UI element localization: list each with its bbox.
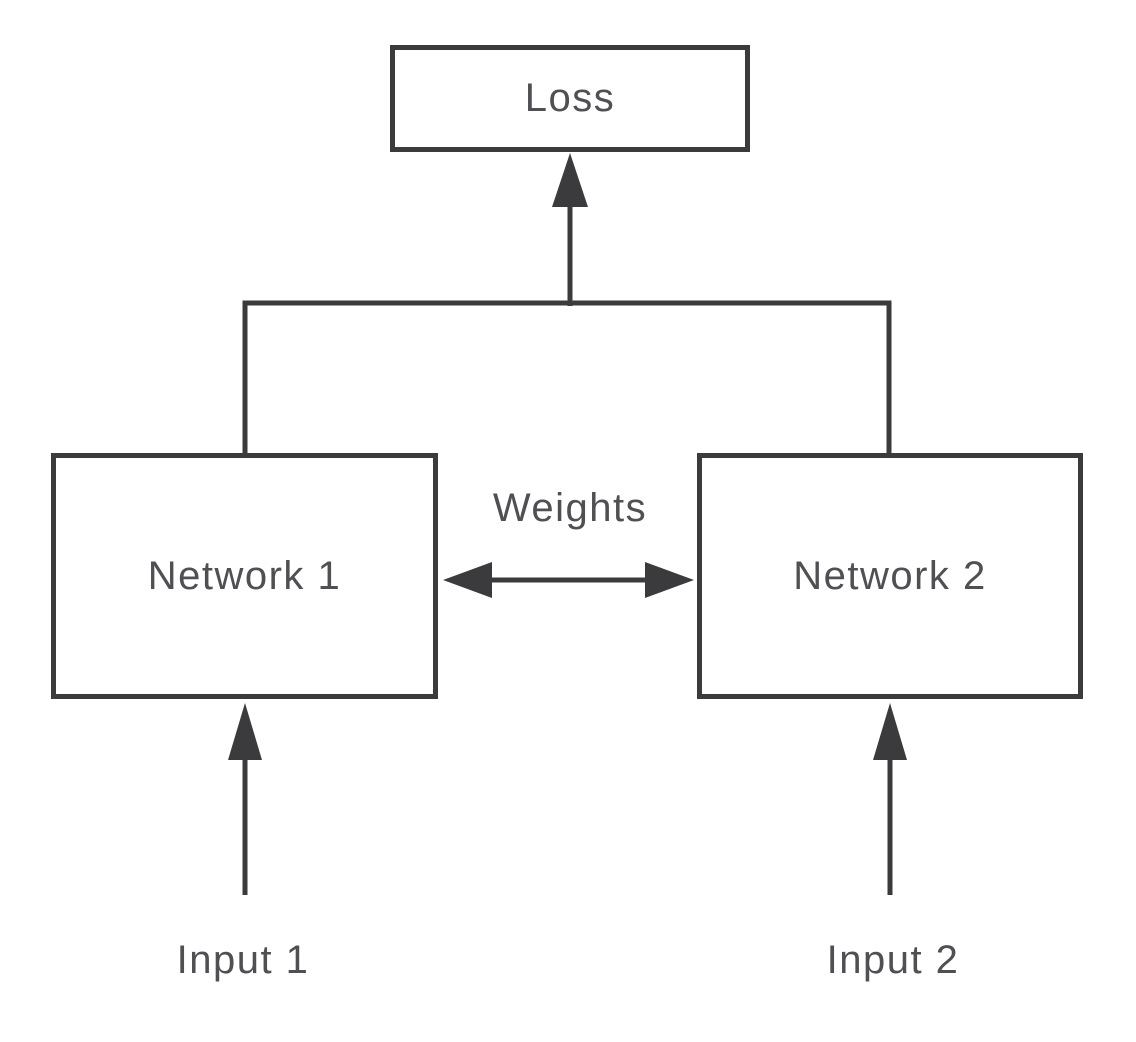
weights-arrowhead-right <box>645 562 694 598</box>
loss-arrowhead-up <box>552 153 588 207</box>
weights-arrowhead-left <box>443 562 492 598</box>
network2-node: Network 2 <box>697 453 1083 699</box>
input2-arrowhead-up <box>873 703 907 760</box>
input1-label: Input 1 <box>176 938 310 982</box>
loss-node-label: Loss <box>524 76 616 120</box>
weights-label: Weights <box>492 486 648 530</box>
network1-node-label: Network 1 <box>147 553 342 598</box>
input1-arrowhead-up <box>228 703 262 760</box>
network2-node-label: Network 2 <box>793 553 987 598</box>
input2-label: Input 2 <box>826 938 960 982</box>
loss-node: Loss <box>390 45 750 152</box>
network1-node: Network 1 <box>51 453 438 699</box>
